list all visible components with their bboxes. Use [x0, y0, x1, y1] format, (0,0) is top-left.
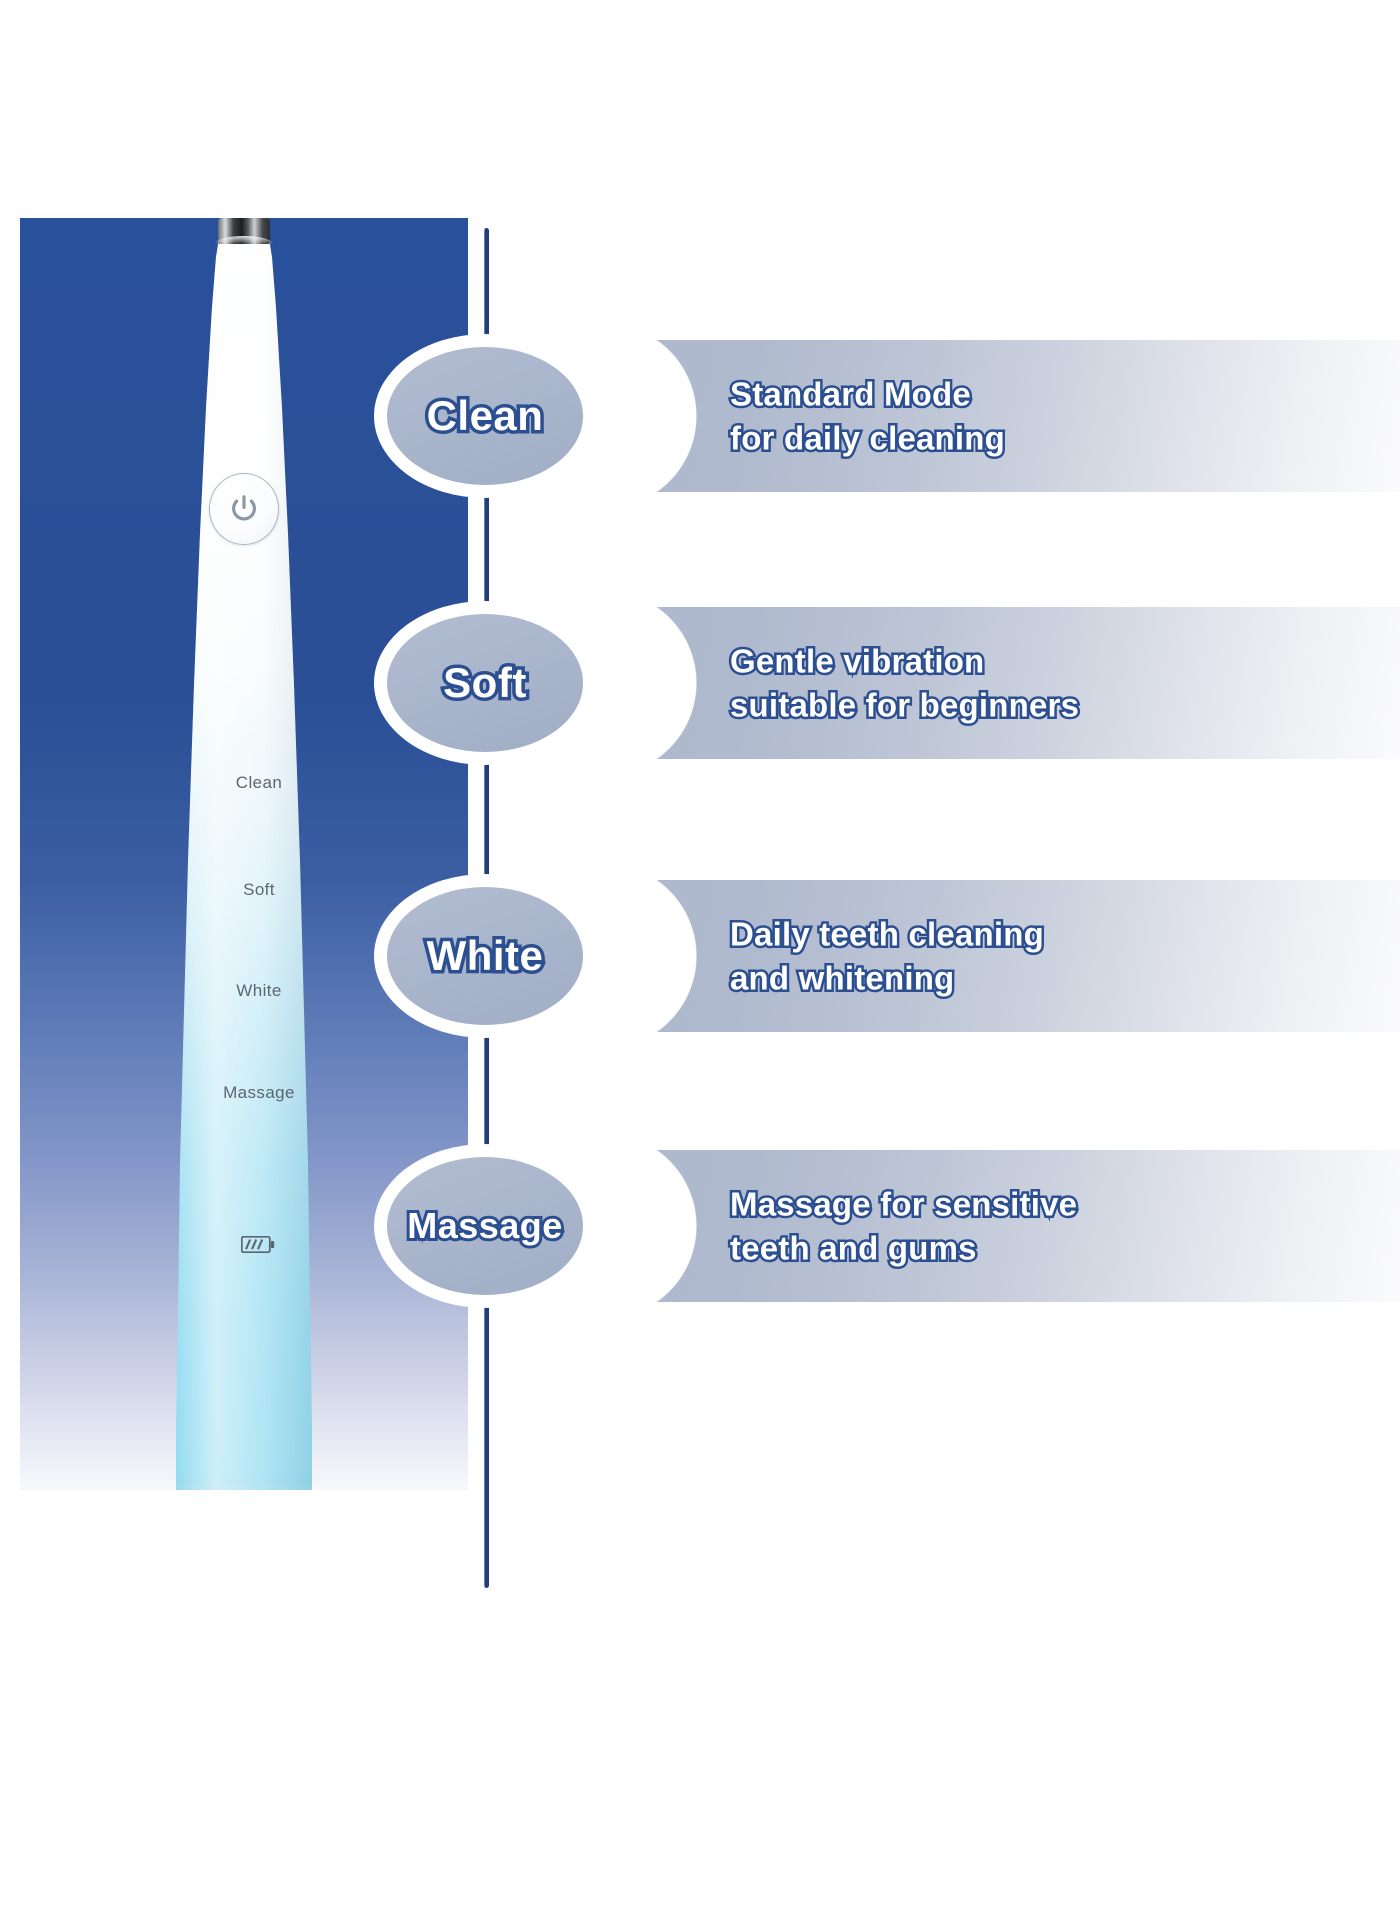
mode-description-soft: Gentle vibration suitable for beginners [728, 640, 1082, 726]
mode-badge-clean[interactable]: Clean [374, 334, 596, 498]
mode-description-panel-massage: Massage for sensitive teeth and gums [612, 1150, 1400, 1302]
handle-print-soft: Soft [243, 880, 275, 899]
mode-row-soft: Gentle vibration suitable for beginners … [0, 585, 1400, 785]
badge-oval: Soft [387, 614, 583, 752]
badge-label-massage: Massage [404, 1202, 565, 1249]
badge-label-soft: Soft [440, 656, 530, 710]
badge-label-clean: Clean [423, 389, 546, 443]
handle-print-clean: Clean [235, 773, 283, 792]
handle-print-white: White [236, 981, 282, 1000]
mode-badge-white[interactable]: White [374, 874, 596, 1038]
battery-icon [241, 1236, 275, 1253]
handle-print-massage: Massage [223, 1083, 295, 1102]
power-button[interactable] [209, 473, 279, 545]
badge-oval: Massage [387, 1157, 583, 1295]
badge-label-white: White [423, 929, 546, 983]
badge-oval: Clean [387, 347, 583, 485]
mode-row-white: Daily teeth cleaning and whitening White [0, 858, 1400, 1058]
metal-collar-highlight [215, 236, 273, 244]
mode-description-panel-white: Daily teeth cleaning and whitening [612, 880, 1400, 1032]
mode-badge-massage[interactable]: Massage [374, 1144, 596, 1308]
mode-description-panel-clean: Standard Mode for daily cleaning [612, 340, 1400, 492]
mode-row-clean: Standard Mode for daily cleaning Clean [0, 318, 1400, 518]
mode-description-white: Daily teeth cleaning and whitening [728, 913, 1047, 999]
mode-description-panel-soft: Gentle vibration suitable for beginners [612, 607, 1400, 759]
mode-row-massage: Massage for sensitive teeth and gums Mas… [0, 1128, 1400, 1328]
badge-oval: White [387, 887, 583, 1025]
mode-description-massage: Massage for sensitive teeth and gums [728, 1183, 1080, 1269]
power-icon [232, 495, 256, 521]
mode-description-clean: Standard Mode for daily cleaning [728, 373, 1008, 459]
mode-badge-soft[interactable]: Soft [374, 601, 596, 765]
